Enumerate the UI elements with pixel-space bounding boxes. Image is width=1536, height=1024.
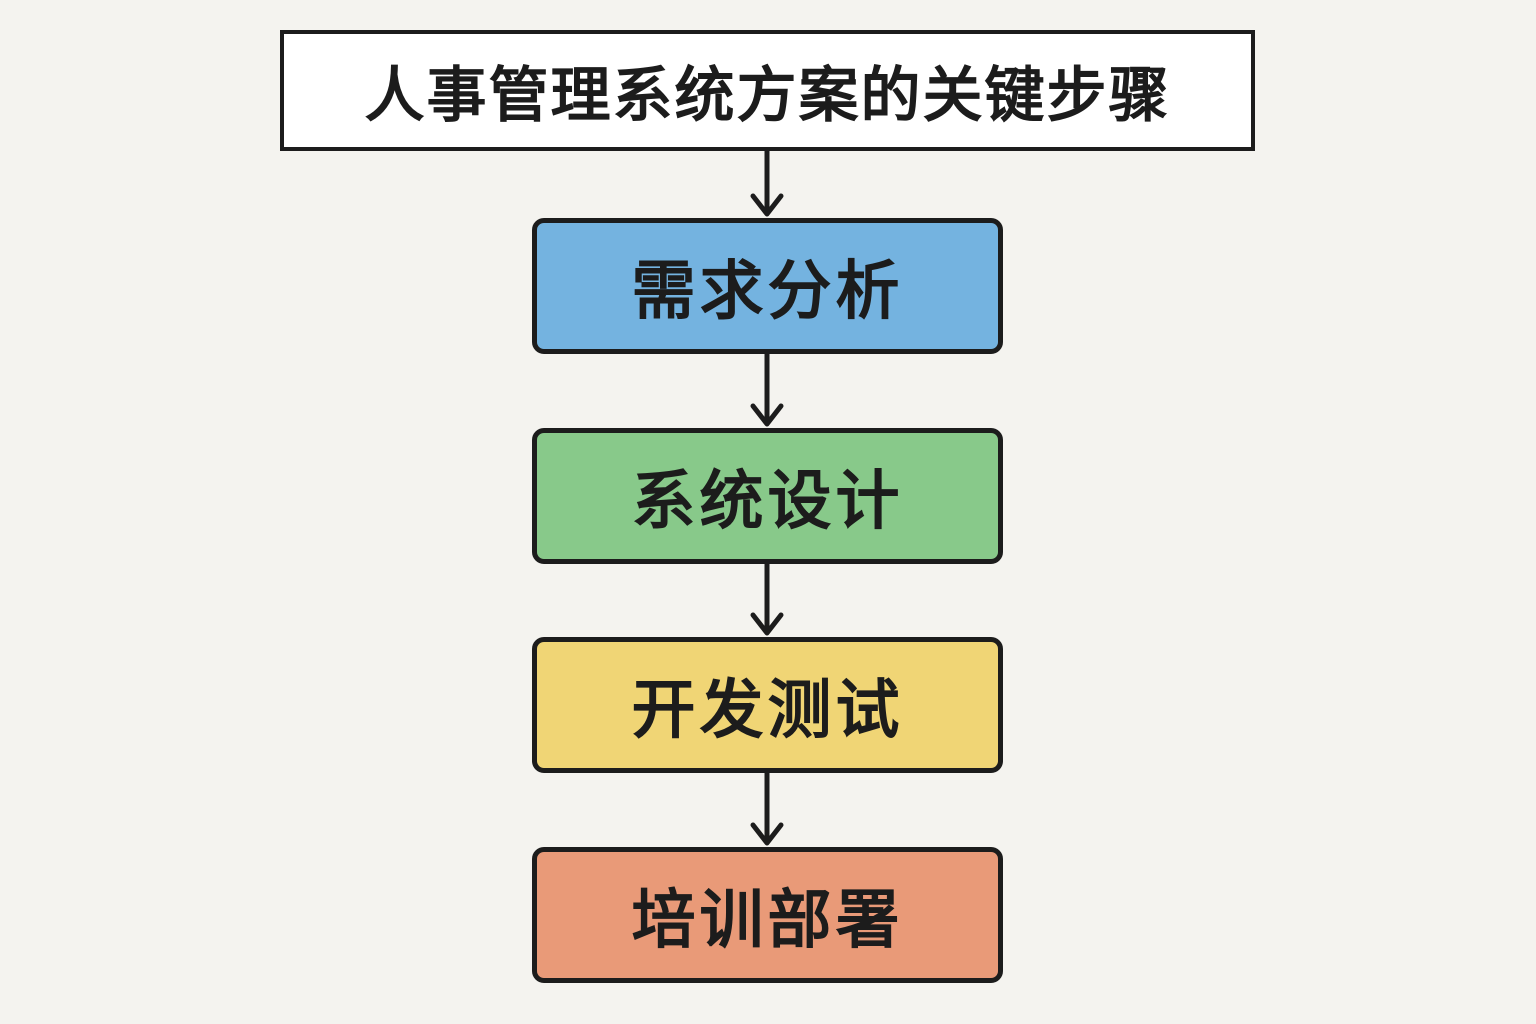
arrow-step3-to-step4 [750,773,784,846]
arrow-step2-to-step3 [750,564,784,636]
step-training-deployment: 培训部署 [532,847,1003,983]
arrow-title-to-step1 [750,151,784,217]
diagram-title: 人事管理系统方案的关键步骤 [280,30,1255,151]
step-system-design: 系统设计 [532,428,1003,564]
step-requirements-analysis: 需求分析 [532,218,1003,354]
step-development-testing: 开发测试 [532,637,1003,773]
arrow-step1-to-step2 [750,354,784,427]
